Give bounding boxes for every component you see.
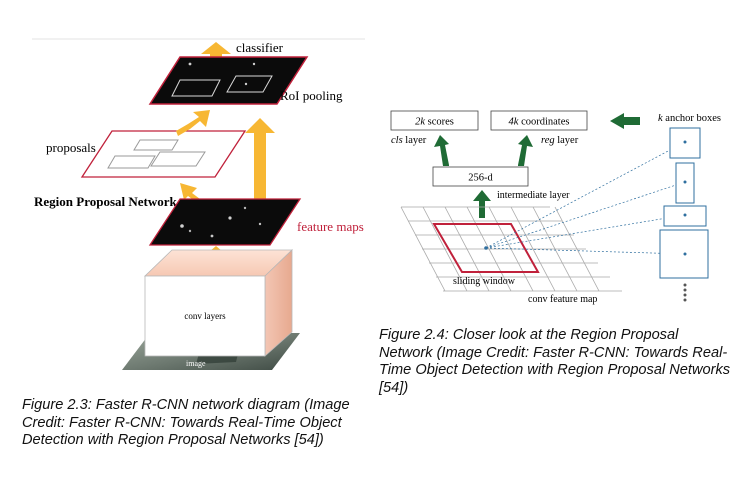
proposal-box: [133, 139, 179, 151]
reg-italic: reg: [541, 135, 555, 146]
anchor-lines: [485, 141, 686, 255]
cls-italic: cls: [391, 135, 403, 146]
scores-text: scores: [425, 117, 454, 128]
coordinates-label: 4k coordinates: [509, 117, 570, 128]
conv-box-front: [144, 275, 266, 357]
conv-layers-label: conv layers: [184, 311, 226, 321]
roi-box: [226, 75, 273, 93]
feature-maps-label: feature maps: [297, 219, 364, 234]
classifier-label: classifier: [236, 40, 284, 55]
figure-2-3-caption: Figure 2.3: Faster R-CNN network diagram…: [22, 397, 350, 448]
roi-pooling-label: RoI pooling: [280, 88, 343, 103]
classifier-arrow: [201, 42, 231, 67]
faster-rcnn-diagram: classifier RoI pooling proposals Region …: [32, 38, 365, 370]
coords-text: coordinates: [518, 117, 569, 128]
scores-box: [390, 110, 479, 131]
cls-text: layer: [403, 135, 427, 146]
proposals-plane: [80, 130, 247, 178]
scores-k: 2k: [415, 117, 425, 128]
anchor-boxes-label: k anchor boxes: [658, 113, 721, 124]
to-reg-arrow: [518, 135, 533, 166]
256d-label: 256-d: [468, 173, 493, 184]
sliding-window-label: sliding window: [453, 276, 516, 287]
reg-layer-label: reg layer: [541, 135, 579, 146]
reg-text: layer: [555, 135, 579, 146]
feature-to-roi-arrow: [245, 118, 275, 212]
top-divider: [32, 38, 365, 40]
anchor-text: anchor boxes: [663, 113, 721, 124]
sliding-window: [432, 223, 540, 273]
to-intermediate-arrow: [473, 190, 491, 218]
anchor-arrow: [610, 113, 640, 129]
proposals-to-roi-arrow: [176, 110, 210, 136]
scores-label: 2k scores: [415, 117, 454, 128]
cls-layer-label: cls layer: [391, 135, 427, 146]
image-label: image: [186, 359, 206, 368]
proposal-box: [107, 155, 156, 169]
coordinates-box: [490, 110, 588, 131]
anchor-k: k: [658, 113, 663, 124]
proposals-label: proposals: [46, 140, 96, 155]
rpn-detail-diagram: 2k scores 4k coordinates k anchor boxes …: [390, 110, 721, 305]
conv-feature-map-label: conv feature map: [528, 294, 597, 305]
intermediate-box: [432, 166, 529, 187]
intermediate-layer-label: intermediate layer: [497, 190, 570, 201]
roi-box: [171, 79, 221, 97]
rpn-label: Region Proposal Network: [34, 194, 178, 209]
coords-k: 4k: [509, 117, 519, 128]
ellipsis-dots: [683, 283, 687, 302]
roi-pooling-plane: [148, 56, 309, 105]
to-cls-arrow: [434, 135, 449, 166]
anchor-boxes: [659, 127, 709, 279]
feature-maps-plane: [148, 198, 302, 246]
figure-2-4-caption: Figure 2.4: Closer look at the Region Pr…: [379, 327, 731, 396]
proposal-box: [150, 151, 206, 167]
